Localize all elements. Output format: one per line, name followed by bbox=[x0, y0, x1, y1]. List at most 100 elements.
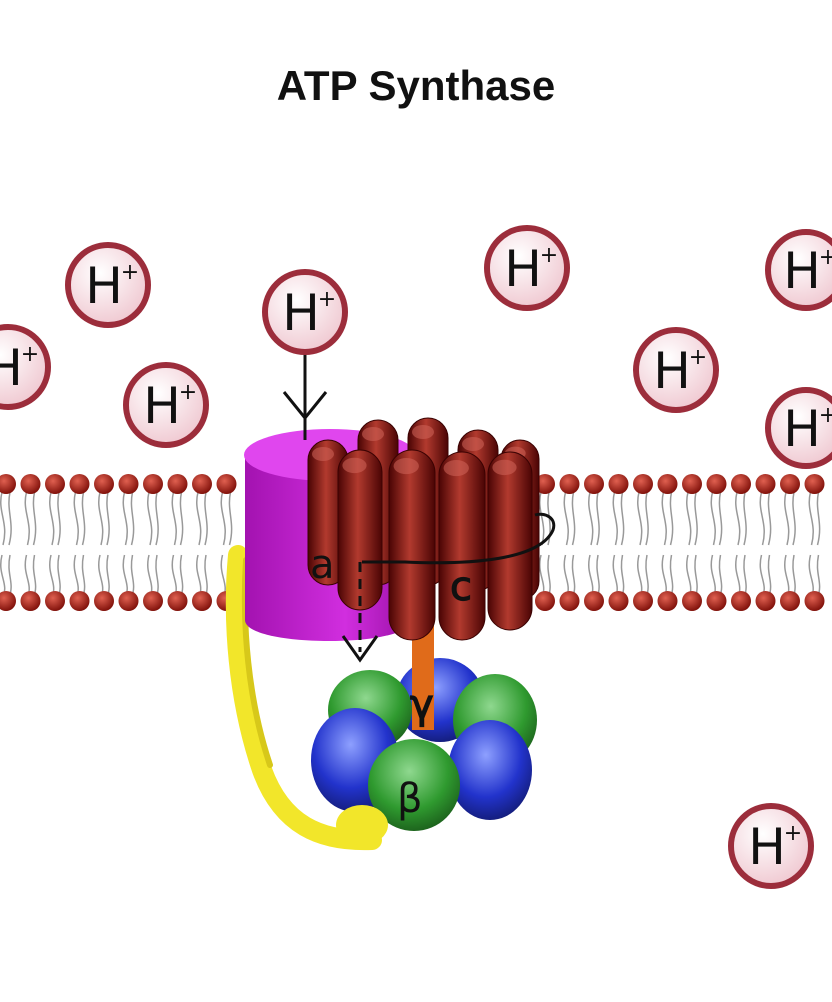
proton-charge: + bbox=[689, 345, 707, 370]
lipid-heads-upper bbox=[0, 474, 825, 494]
lipid-head bbox=[0, 591, 16, 611]
lipid-tail bbox=[637, 491, 643, 546]
lipid-tail bbox=[49, 491, 55, 546]
lipid-head bbox=[143, 474, 163, 494]
lipid-tail bbox=[196, 491, 202, 546]
proton: H+ bbox=[633, 327, 719, 413]
lipid-head bbox=[706, 591, 727, 611]
stalk-tip bbox=[336, 805, 388, 845]
lipid-head bbox=[192, 591, 212, 611]
lipid-tail bbox=[816, 491, 821, 546]
lipid-tail bbox=[767, 491, 772, 546]
lipid-tail bbox=[588, 491, 594, 546]
lipid-tail bbox=[571, 491, 576, 546]
proton: H+ bbox=[123, 362, 209, 448]
proton-charge: + bbox=[784, 821, 802, 846]
lipid-head bbox=[657, 591, 678, 611]
proton: H+ bbox=[65, 242, 151, 328]
lipid-tail bbox=[57, 491, 61, 546]
lipid-head bbox=[20, 474, 41, 494]
lipid-head bbox=[118, 591, 139, 611]
proton: H+ bbox=[0, 324, 51, 410]
lipid-head bbox=[584, 474, 604, 494]
diagram-title: ATP Synthase bbox=[276, 62, 556, 109]
lipid-head bbox=[118, 474, 139, 494]
proton-symbol: H bbox=[783, 400, 821, 458]
lipid-tail bbox=[612, 491, 618, 546]
lipid-tail bbox=[73, 491, 79, 546]
rotation-arrow bbox=[362, 512, 556, 565]
proton: H+ bbox=[765, 229, 832, 311]
lipid-head bbox=[559, 474, 580, 494]
lipid-head bbox=[535, 591, 555, 611]
lipid-head bbox=[94, 591, 114, 611]
lipid-head bbox=[94, 474, 114, 494]
proton-path-arrowhead bbox=[341, 635, 379, 663]
lipid-tail bbox=[122, 491, 128, 546]
lipid-tail bbox=[0, 491, 6, 546]
proton-symbol: H bbox=[783, 242, 821, 300]
proton: H+ bbox=[765, 387, 832, 469]
lipid-tail bbox=[792, 491, 796, 546]
lipid-tail bbox=[694, 491, 698, 546]
lipid-tail bbox=[147, 491, 153, 546]
lipid-head bbox=[167, 474, 188, 494]
label-subunit-a: a bbox=[310, 542, 335, 588]
lipid-head bbox=[780, 591, 800, 611]
lipid-tail bbox=[130, 491, 135, 546]
proton: H+ bbox=[728, 803, 814, 889]
proton: H+ bbox=[484, 225, 570, 311]
proton-charge: + bbox=[540, 243, 558, 268]
c-ring bbox=[307, 417, 540, 641]
lipid-head bbox=[69, 474, 90, 494]
lipid-tail bbox=[686, 491, 692, 546]
proton-symbol: H bbox=[0, 339, 23, 397]
proton-charge: + bbox=[121, 260, 139, 285]
lipid-tail bbox=[645, 491, 649, 546]
proton-charge: + bbox=[819, 245, 832, 270]
lipid-tail bbox=[539, 491, 545, 546]
lipid-head bbox=[633, 591, 653, 611]
proton-charge: + bbox=[819, 403, 832, 428]
lipid-tail bbox=[735, 491, 741, 546]
lipid-tail bbox=[24, 491, 30, 546]
lipid-head bbox=[780, 474, 800, 494]
lipid-head bbox=[45, 474, 65, 494]
lipid-head bbox=[682, 474, 702, 494]
proton-charge: + bbox=[179, 380, 197, 405]
lipid-tail bbox=[179, 491, 184, 546]
lipid-head bbox=[143, 591, 163, 611]
proton-symbol: H bbox=[748, 818, 786, 876]
lipid-tail bbox=[669, 491, 674, 546]
lipid-tail bbox=[759, 491, 765, 546]
c-subunit bbox=[388, 449, 436, 641]
lipid-head bbox=[216, 474, 237, 494]
lipid-head bbox=[535, 474, 555, 494]
proton: H+ bbox=[262, 269, 348, 355]
lipid-head bbox=[20, 591, 41, 611]
protons: H+H+H+H+H+H+H+H+H+ bbox=[0, 225, 832, 889]
lipid-head bbox=[69, 591, 90, 611]
lipid-head bbox=[731, 591, 751, 611]
lipid-tail bbox=[743, 491, 747, 546]
lipid-head bbox=[0, 474, 16, 494]
lipid-tail bbox=[8, 491, 12, 546]
lipid-tail bbox=[204, 491, 208, 546]
c-subunit bbox=[487, 451, 533, 631]
lipid-head bbox=[192, 474, 212, 494]
lipid-head bbox=[608, 591, 629, 611]
label-c-ring: c bbox=[450, 564, 472, 610]
lipid-tail bbox=[171, 491, 177, 546]
peripheral-stalk bbox=[225, 545, 382, 851]
lipid-tail bbox=[81, 491, 86, 546]
label-gamma: γ bbox=[410, 682, 434, 728]
lipid-tail bbox=[228, 491, 233, 546]
lipid-head bbox=[167, 591, 188, 611]
proton-symbol: H bbox=[282, 284, 320, 342]
lipid-head bbox=[682, 591, 702, 611]
lipid-tail bbox=[98, 491, 104, 546]
lipid-tail bbox=[620, 491, 625, 546]
lipid-head bbox=[804, 591, 825, 611]
lipid-head bbox=[755, 474, 776, 494]
